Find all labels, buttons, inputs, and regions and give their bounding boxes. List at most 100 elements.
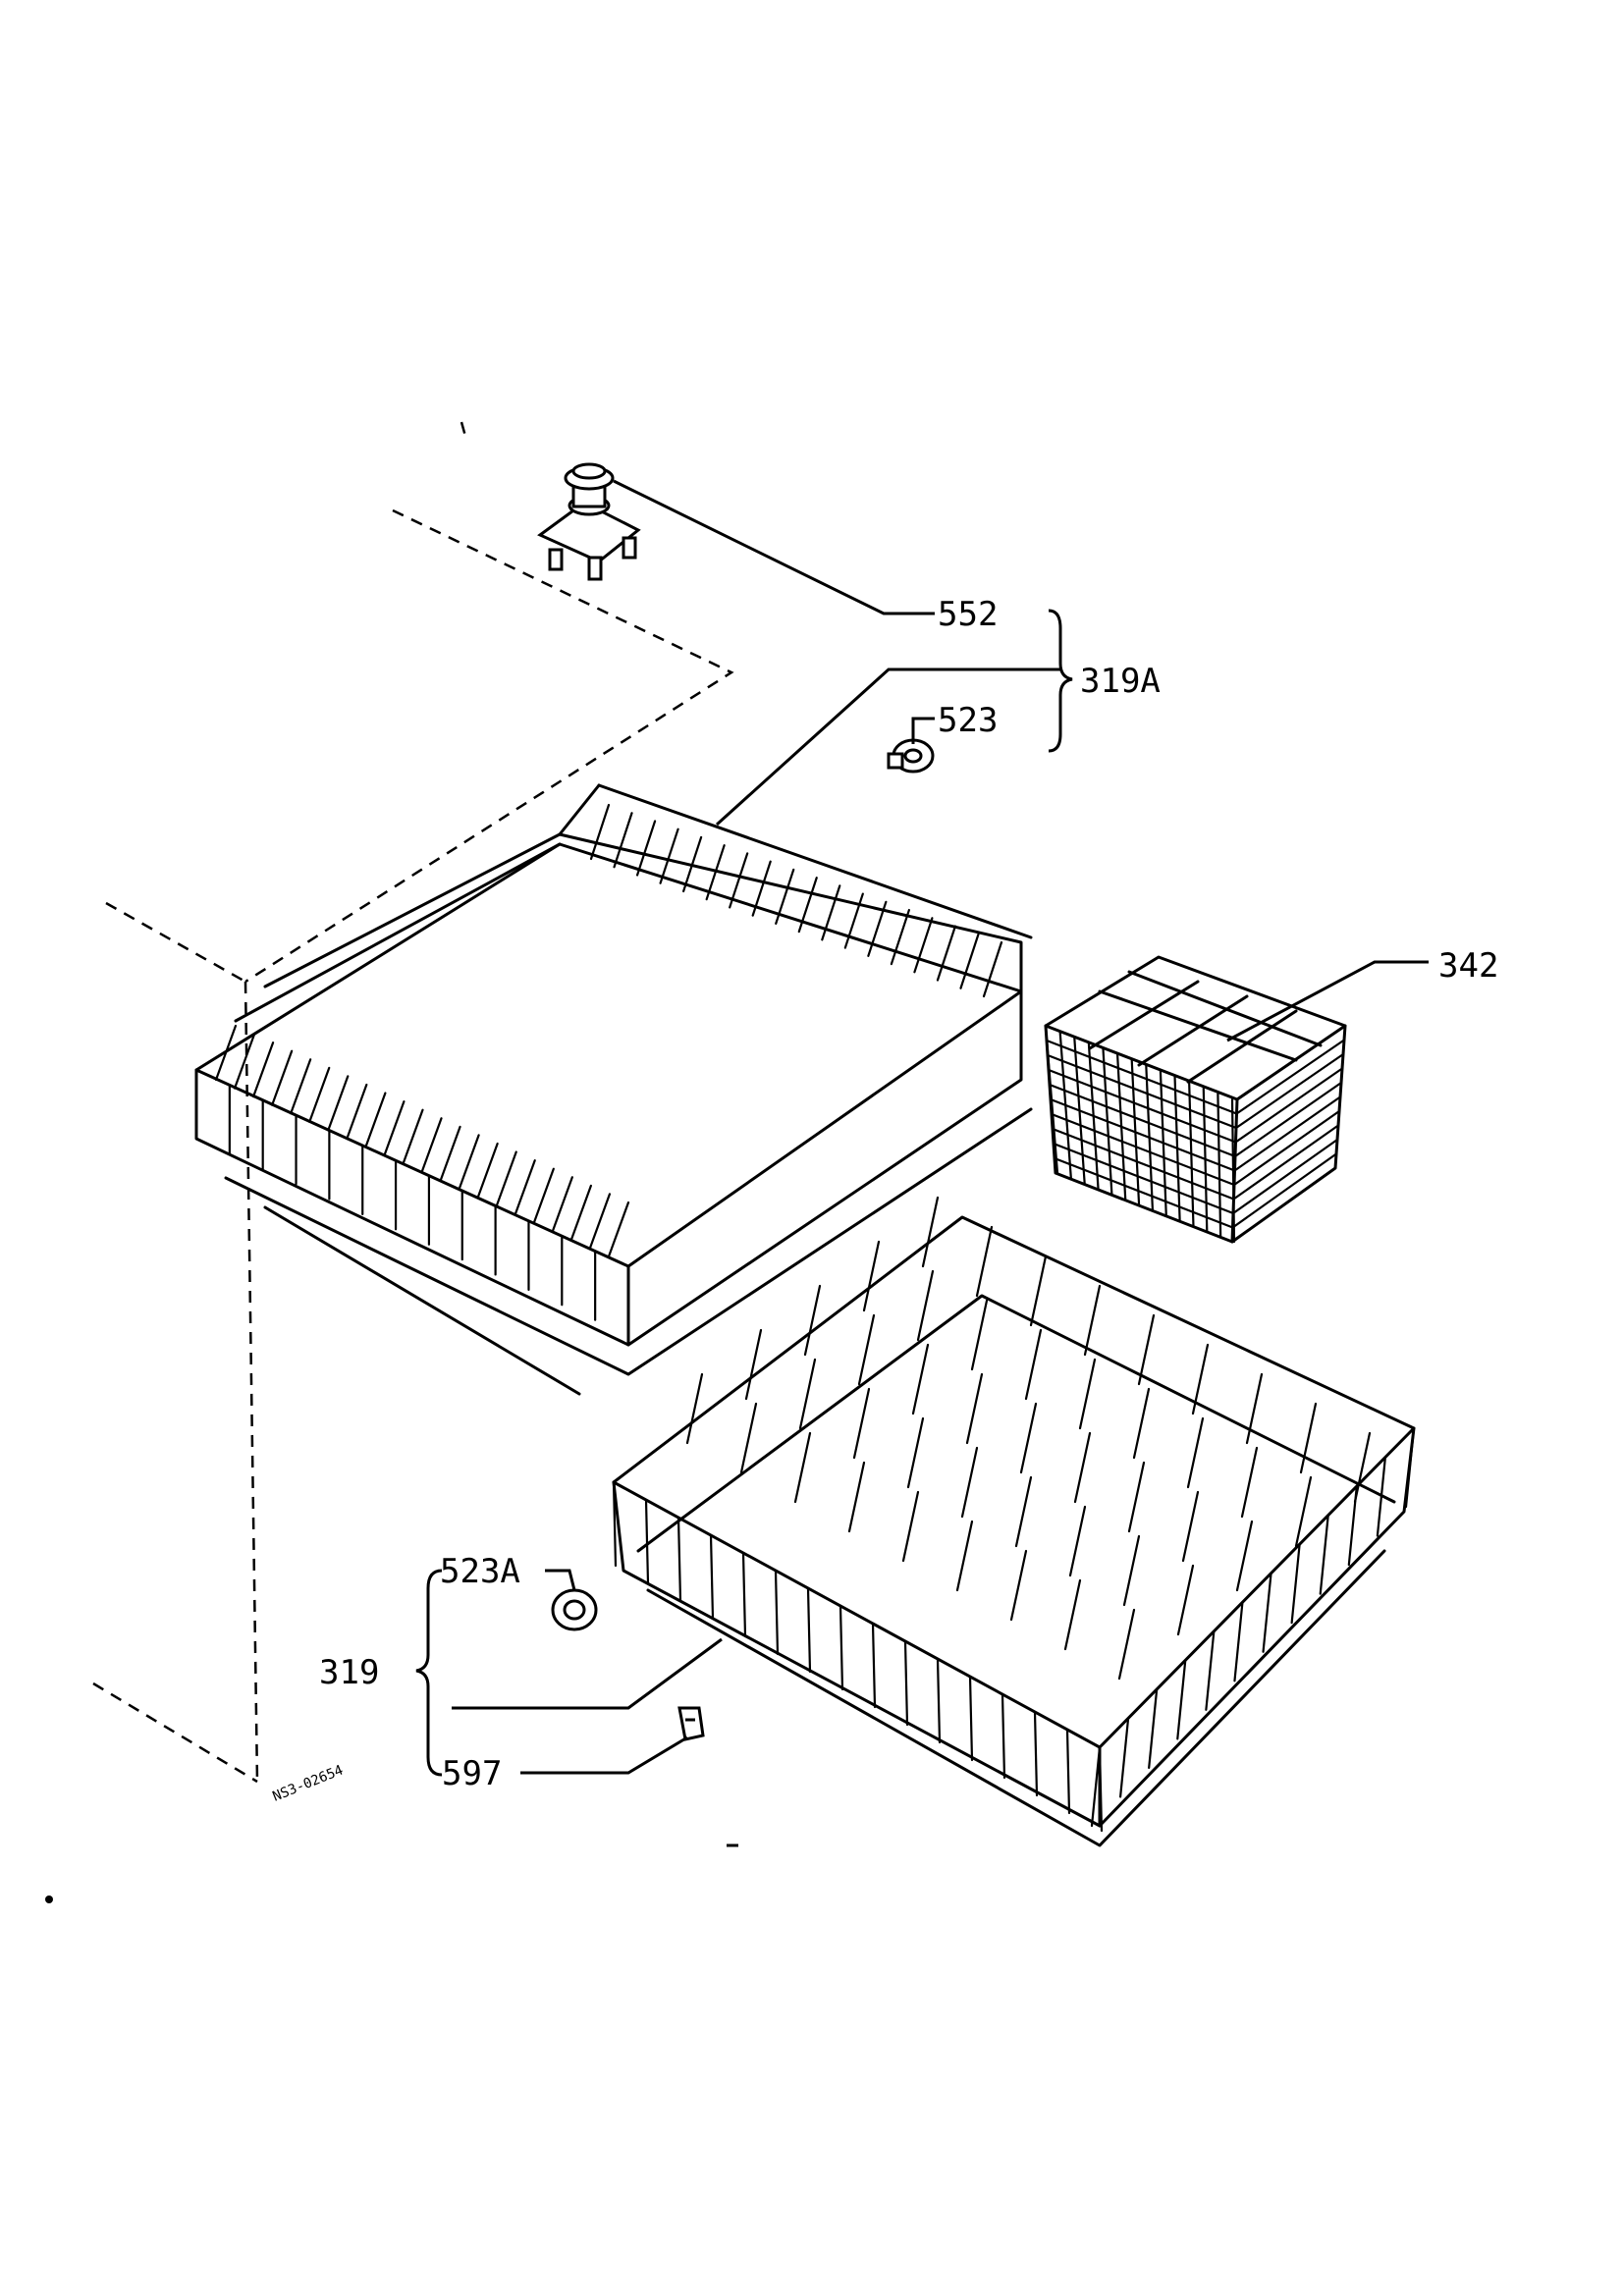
lower-rack-tine [1029,1255,1048,1327]
callout-342: 342 [1438,946,1498,986]
basket-grid-horizontal [1052,1142,1235,1215]
lower-rack-tine [1181,1490,1200,1563]
upper-rack-back-tine [913,917,934,974]
lower-rack-tine [1122,1534,1141,1607]
upper-rack-tine [458,1134,480,1191]
lower-rack-side-post [1233,1601,1244,1682]
lower-rack-post [774,1569,780,1656]
basket-grid-side [1234,1052,1345,1130]
lower-rack-tine [1019,1402,1038,1474]
upper-rack-tine [251,1041,275,1098]
upper-rack-back-tine [705,844,726,901]
upper-rack-back-tine [751,860,772,917]
lower-rack-tine [1132,1387,1151,1460]
lower-rack-tine [1014,1475,1033,1548]
lower-rack-tine [1245,1372,1264,1445]
lower-rack-post [968,1675,974,1762]
lower-rack-tine [1176,1564,1195,1636]
upper-rack-back-tine [797,877,818,934]
lower-rack-tine [803,1284,822,1357]
leader-523 [911,717,935,744]
lower-rack-tine [847,1461,866,1533]
callout-319: 319 [319,1653,379,1692]
lower-rack-side-post [1290,1543,1301,1625]
basket-grid-horizontal [1046,1053,1238,1130]
drawing-code: NS3-02654 [271,1762,346,1804]
upper-rack-tine [588,1193,612,1250]
basket-grid-horizontal [1047,1068,1237,1144]
basket-grid-side [1231,1152,1338,1229]
lower-rack-tine [857,1313,876,1386]
lower-rack-tine [960,1446,979,1519]
lower-rack-tine [739,1402,758,1474]
cutlery-basket [1044,955,1347,1244]
upper-rack-tine [308,1066,331,1123]
lower-rack-tine [1191,1343,1210,1415]
leader-342 [1226,960,1429,1042]
basket-grid-side [1233,1081,1343,1158]
upper-rack-tine [439,1125,461,1182]
upper-rack-tine [364,1092,387,1148]
upper-rack-tine [402,1108,424,1165]
upper-rack-back-tine [659,828,679,884]
upper-rack-tine [532,1167,555,1224]
upper-rack-tine [420,1117,443,1174]
lower-rack-tine [1235,1520,1254,1592]
lower-rack-tine [916,1269,935,1342]
lower-rack-tine [921,1196,940,1268]
lower-rack-tine [1009,1549,1028,1622]
bracket-319 [415,1569,443,1777]
lower-rack-tine [1078,1358,1097,1430]
upper-rack-tine [327,1075,350,1132]
lower-rack-post [676,1516,682,1603]
upper-rack-tine [495,1150,517,1207]
lower-rack-post [644,1498,650,1585]
upper-rack-tine [233,1033,256,1090]
lower-rack-tine [1083,1284,1102,1357]
lower-rack-tine [975,1225,994,1298]
lower-rack-tine [1294,1475,1313,1548]
lower-rack-tine [1299,1402,1318,1474]
stray-dot [45,1896,53,1903]
basket-grid-horizontal [1051,1127,1235,1201]
basket-grid-side [1233,1095,1342,1172]
upper-rack-back-tine [890,908,910,966]
upper-rack-tine [290,1058,312,1115]
bracket-319A [1048,609,1073,753]
part-523-roller [887,738,935,774]
lower-rack-tine [1137,1313,1156,1386]
upper-rack-back-tine [613,812,633,869]
lower-dish-rack [612,1196,1416,1847]
upper-rack-tine [607,1201,630,1258]
lower-rack-tine [1186,1416,1205,1489]
lower-rack-tine [911,1343,930,1415]
lower-rack-post [1065,1728,1071,1815]
lower-rack-side-post [1205,1629,1216,1711]
callout-523A: 523A [440,1552,520,1591]
upper-rack-tine [476,1142,499,1200]
lower-rack-side-post [1176,1659,1187,1740]
lower-rack-tine [744,1328,763,1401]
callout-319A: 319A [1080,662,1161,701]
lower-rack-tine [1240,1446,1259,1519]
lower-rack-tine [798,1358,817,1430]
lower-rack-side-post [1319,1514,1329,1595]
lower-rack-post [806,1586,812,1674]
lower-rack-tine [1068,1505,1087,1577]
upper-rack-tine [214,1024,238,1082]
lower-rack-tine [852,1387,871,1460]
upper-rack-tine [514,1159,536,1216]
upper-rack-tine [346,1083,368,1141]
basket-grid-horizontal [1050,1112,1236,1187]
upper-rack-tine [271,1049,294,1106]
upper-rack-tine [383,1100,406,1157]
upper-rack-back-tine [775,868,795,925]
leader-552 [613,479,935,615]
lower-rack-tine [1117,1608,1136,1681]
leader-319 [452,1637,723,1710]
upper-rack-back-tine [589,803,611,861]
lower-rack-post [1098,1745,1104,1833]
lower-rack-side-post [1404,1426,1416,1509]
upper-rack-back-tine [843,892,864,949]
